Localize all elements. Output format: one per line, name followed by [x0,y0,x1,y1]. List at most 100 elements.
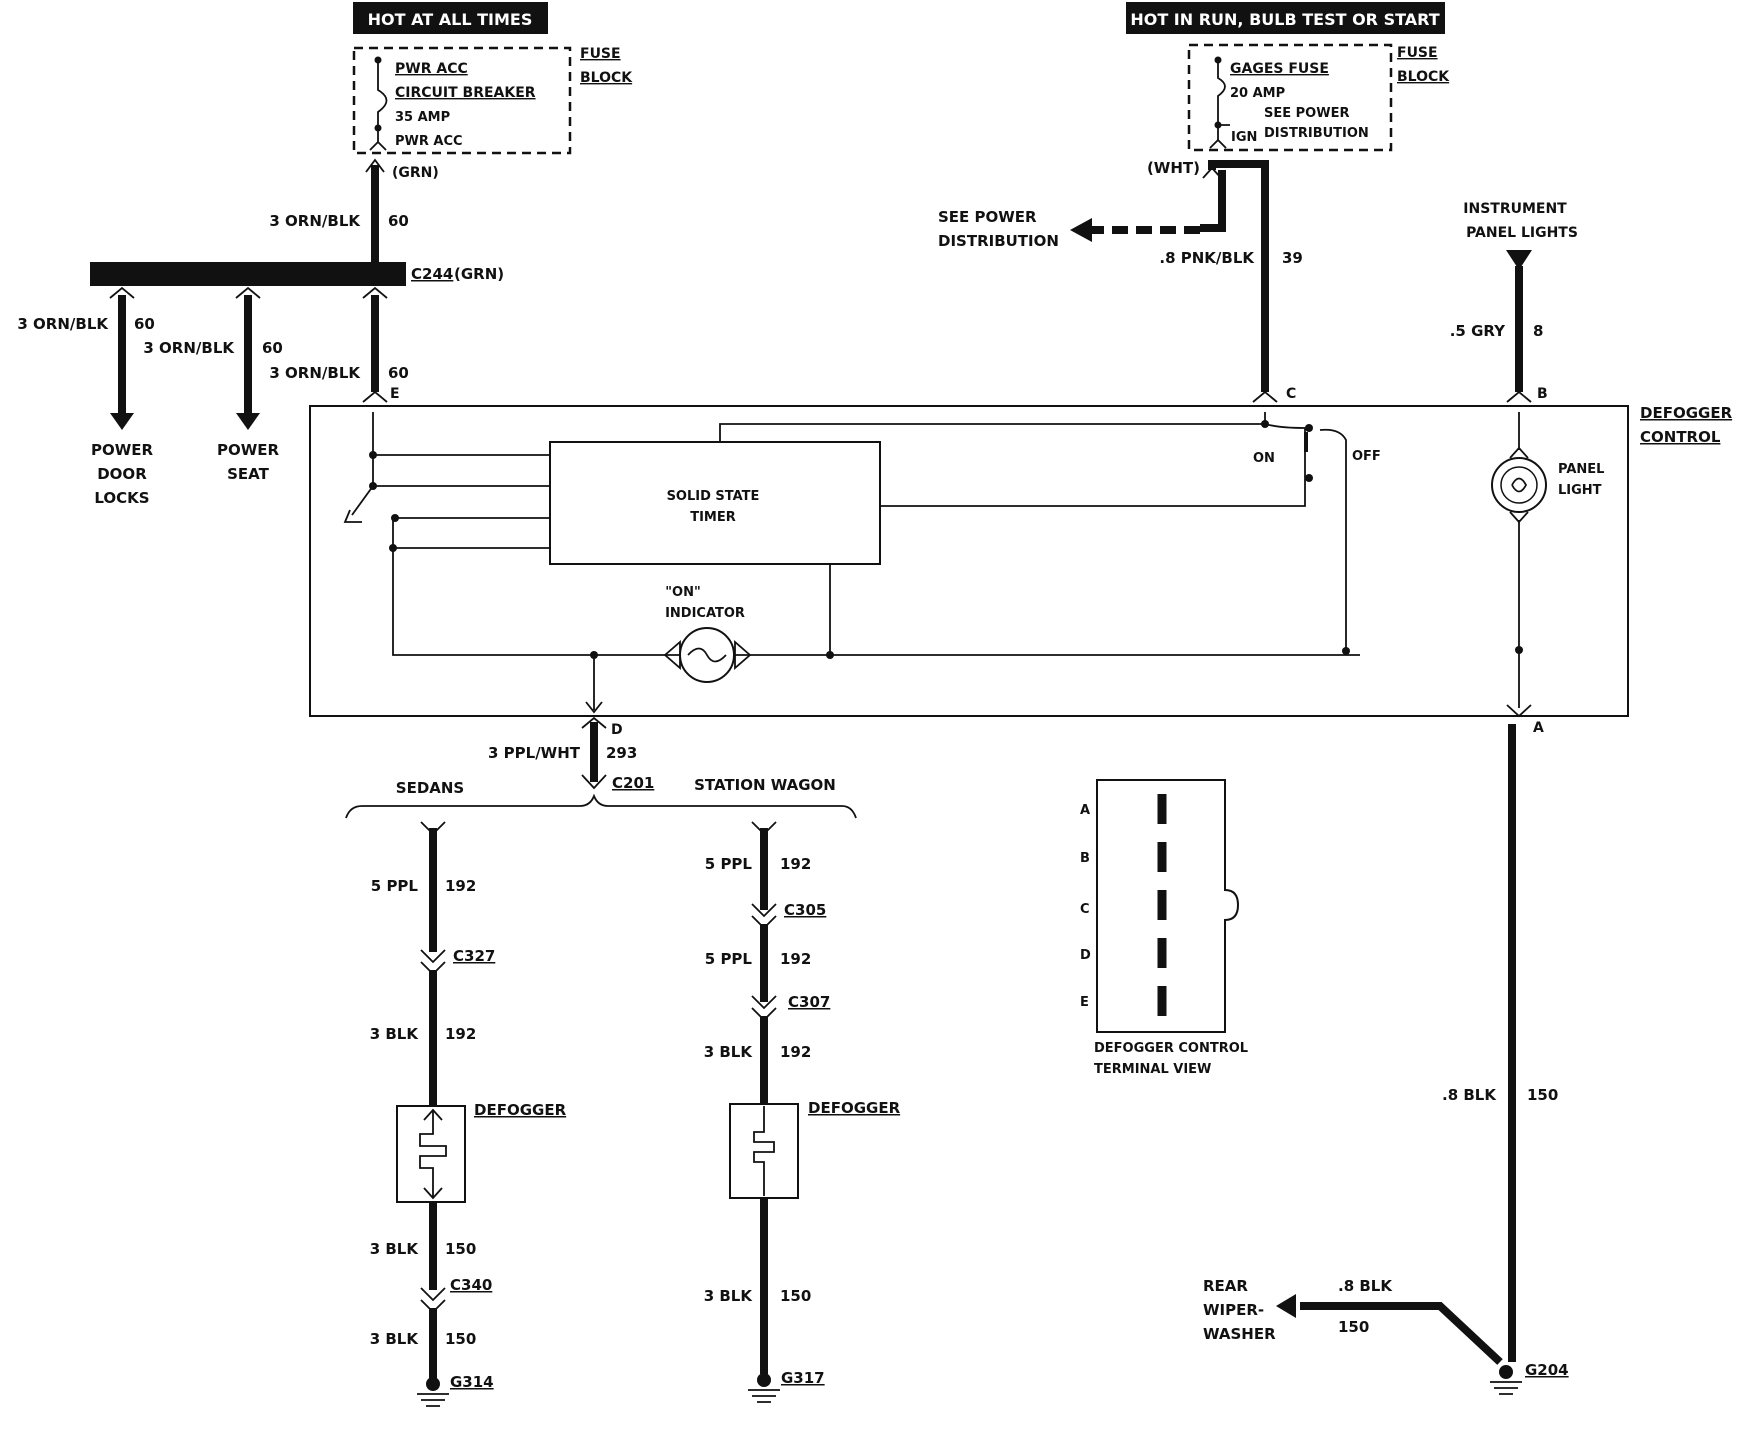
wagon-defogger-label: DEFOGGER [808,1099,901,1117]
fuse-block-right-label-2: BLOCK [1397,69,1450,85]
terminal-view: A B C D E DEFOGGER CONTROL TERMINAL VIEW [1080,779,1248,1077]
fuse-see-power-1: SEE POWER [1264,106,1349,121]
header-hot-at-all-times: HOT AT ALL TIMES [353,2,548,34]
breaker-label-1: PWR ACC [395,61,468,77]
load-door-2: DOOR [97,465,147,483]
pnk-blk-wire: (WHT) SEE POWER DISTRIBUTION .8 PNK/BLK … [938,159,1303,403]
drop-power-door-locks: 3 ORN/BLK 60 POWER DOOR LOCKS [17,286,155,507]
c305-label: C305 [784,901,826,919]
wagon-label: STATION WAGON [694,776,836,794]
breaker-amp: 35 AMP [395,110,450,125]
c340-label: C340 [450,1276,492,1294]
rear-wiper-3: WASHER [1203,1325,1276,1343]
wagon2-gauge: 5 PPL [705,950,753,968]
drop3-gauge: 3 ORN/BLK [269,364,361,382]
ground-icon [417,1377,449,1407]
see-power-2: DISTRIBUTION [938,232,1059,250]
drop2-circuit: 60 [262,339,283,357]
wagon1-gauge: 5 PPL [705,855,753,873]
c327-label: C327 [453,947,495,965]
sedan2-gauge: 3 BLK [370,1025,420,1043]
control-label-1: DEFOGGER [1640,404,1733,422]
c244-label: C244 [411,265,453,283]
blk-ground-wire: A .8 BLK 150 .8 BLK 150 REAR WIPER- WASH… [1203,704,1569,1395]
ground-icon [748,1373,780,1403]
blk-right-gauge: .8 BLK [1442,1086,1497,1104]
wagon1-circuit: 192 [780,855,811,873]
fuse-ign-terminal: IGN [1231,130,1257,145]
panel-light-label-1: PANEL [1558,462,1604,477]
pin-d-label: D [611,722,623,738]
tv-pin-c: C [1080,902,1090,917]
sedan3-gauge: 3 BLK [370,1240,420,1258]
sedan-defogger-label: DEFOGGER [474,1101,567,1119]
drop3-circuit: 60 [388,364,409,382]
timer-label-2: TIMER [690,510,736,525]
header-left-text: HOT AT ALL TIMES [368,10,533,29]
tv-pin-a: A [1080,803,1090,818]
header-hot-in-run: HOT IN RUN, BULB TEST OR START [1126,2,1445,34]
on-indicator-bulb-icon [663,627,752,683]
pin-c-label: C [1286,386,1296,402]
sedans-label: SEDANS [396,779,464,797]
wht-label: (WHT) [1147,159,1200,177]
pnk-circuit: 39 [1282,249,1303,267]
drop2-gauge: 3 ORN/BLK [143,339,235,357]
see-power-1: SEE POWER [938,208,1037,226]
switch-on-label: ON [1253,451,1275,466]
wagon-branch: 5 PPL 192 C305 5 PPL 192 C307 3 BLK 192 … [704,821,901,1403]
wagon4-circuit: 150 [780,1287,811,1305]
wagon3-gauge: 3 BLK [704,1043,754,1061]
drop1-gauge: 3 ORN/BLK [17,315,109,333]
load-seat-2: SEAT [227,465,269,483]
pin-a-label: A [1533,720,1544,736]
instrument-label-1: INSTRUMENT [1463,201,1567,217]
sedan-branch: 5 PPL 192 C327 3 BLK 192 DEFOGGER 3 BLK … [370,821,567,1407]
ppl-wht-wire: D 3 PPL/WHT 293 C201 [488,716,654,792]
header-right-text: HOT IN RUN, BULB TEST OR START [1130,10,1439,29]
timer-label-1: SOLID STATE [667,489,760,504]
ppl-circuit: 293 [606,744,637,762]
gry-wire: INSTRUMENT PANEL LIGHTS .5 GRY 8 B [1450,201,1578,403]
ground-icon [1490,1365,1522,1395]
panel-light-label-2: LIGHT [1558,483,1602,498]
defogger-control: DEFOGGER CONTROL SOLID STATE TIMER ON OF… [309,404,1733,717]
sedan3-circuit: 150 [445,1240,476,1258]
drop1-circuit: 60 [134,315,155,333]
fuse-block-right-label-1: FUSE [1397,45,1438,61]
sedan4-gauge: 3 BLK [370,1330,420,1348]
indicator-label-1: "ON" [665,585,700,600]
wire-gauge-top: 3 ORN/BLK [269,212,361,230]
g204-label: G204 [1525,1361,1569,1379]
fuse-block-label-1: FUSE [580,46,621,62]
breaker-terminal: PWR ACC [395,134,463,149]
c307-label: C307 [788,993,830,1011]
feed-wire-orn-blk: (GRN) 3 ORN/BLK 60 [269,158,439,262]
indicator-label-2: INDICATOR [665,606,745,621]
fuse-block-left: PWR ACC CIRCUIT BREAKER 35 AMP PWR ACC F… [352,46,633,155]
grn-label: (GRN) [392,165,439,181]
rear-wiper-2: WIPER- [1203,1301,1264,1319]
g317-label: G317 [781,1369,825,1387]
tv-pin-b: B [1080,851,1090,866]
load-seat-1: POWER [217,441,280,459]
tv-caption-2: TERMINAL VIEW [1094,1062,1211,1077]
gry-gauge: .5 GRY [1450,322,1506,340]
fuse-block-right: GAGES FUSE 20 AMP SEE POWER DISTRIBUTION… [1187,43,1450,152]
instrument-label-2: PANEL LIGHTS [1466,225,1578,241]
wagon-defogger-grid [729,1103,799,1199]
pnk-gauge: .8 PNK/BLK [1159,249,1255,267]
gages-fuse-label: GAGES FUSE [1230,61,1329,77]
tv-pin-e: E [1080,995,1089,1010]
branch-brace: SEDANS STATION WAGON [345,776,857,819]
tv-caption-1: DEFOGGER CONTROL [1094,1041,1248,1056]
sedan2-circuit: 192 [445,1025,476,1043]
pin-b-label: B [1537,386,1548,402]
panel-light-bulb-icon [1491,446,1547,524]
drop-power-seat: 3 ORN/BLK 60 POWER SEAT [143,286,283,483]
circuit-breaker-icon [377,58,388,128]
drop-to-defogger-e: 3 ORN/BLK 60 E [269,286,409,403]
sedan1-gauge: 5 PPL [371,877,419,895]
rear-circuit: 150 [1338,1318,1369,1336]
